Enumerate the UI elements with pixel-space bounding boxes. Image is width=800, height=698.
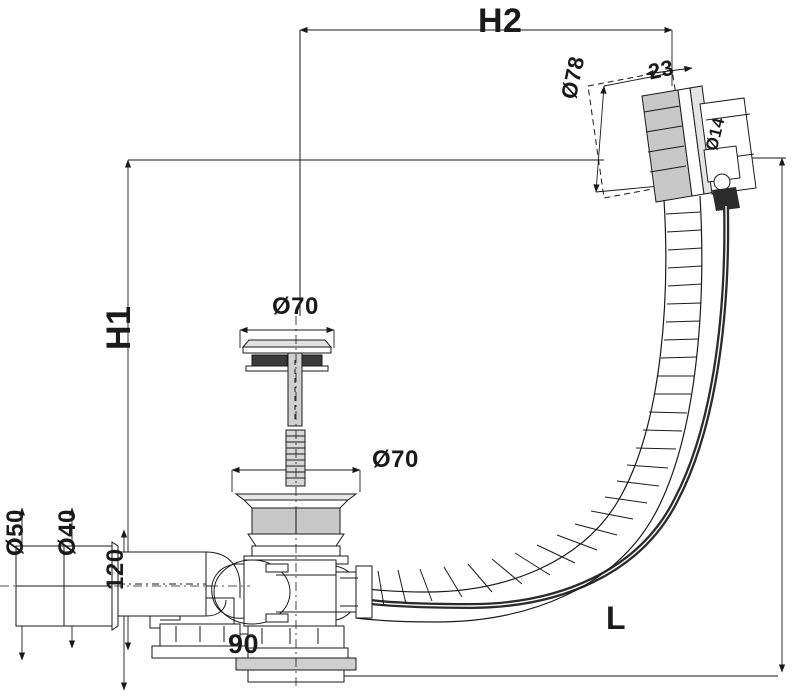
dimension-label-90: 90 — [228, 629, 260, 659]
bowden-cable — [355, 205, 730, 610]
dimension-label-120: 120 — [102, 548, 129, 590]
dimension-label-d50: Ø50 — [2, 509, 29, 556]
dimension-label-d70-plug: Ø70 — [272, 293, 319, 320]
dimension-label-d40: Ø40 — [54, 509, 81, 556]
dimension-label-l: L — [606, 600, 627, 636]
overflow-cover-assembly — [587, 69, 757, 211]
bath-plug-assembly — [241, 30, 333, 487]
dimension-label-h2: H2 — [478, 2, 523, 40]
centre-lines — [0, 316, 297, 690]
hose-connector — [335, 565, 373, 619]
dimension-label-23: 23 — [646, 54, 677, 85]
corrugated-flex-hose — [335, 195, 703, 623]
dimension-label-d70-flange: Ø70 — [372, 446, 419, 473]
dimension-label-h1: H1 — [100, 305, 138, 350]
